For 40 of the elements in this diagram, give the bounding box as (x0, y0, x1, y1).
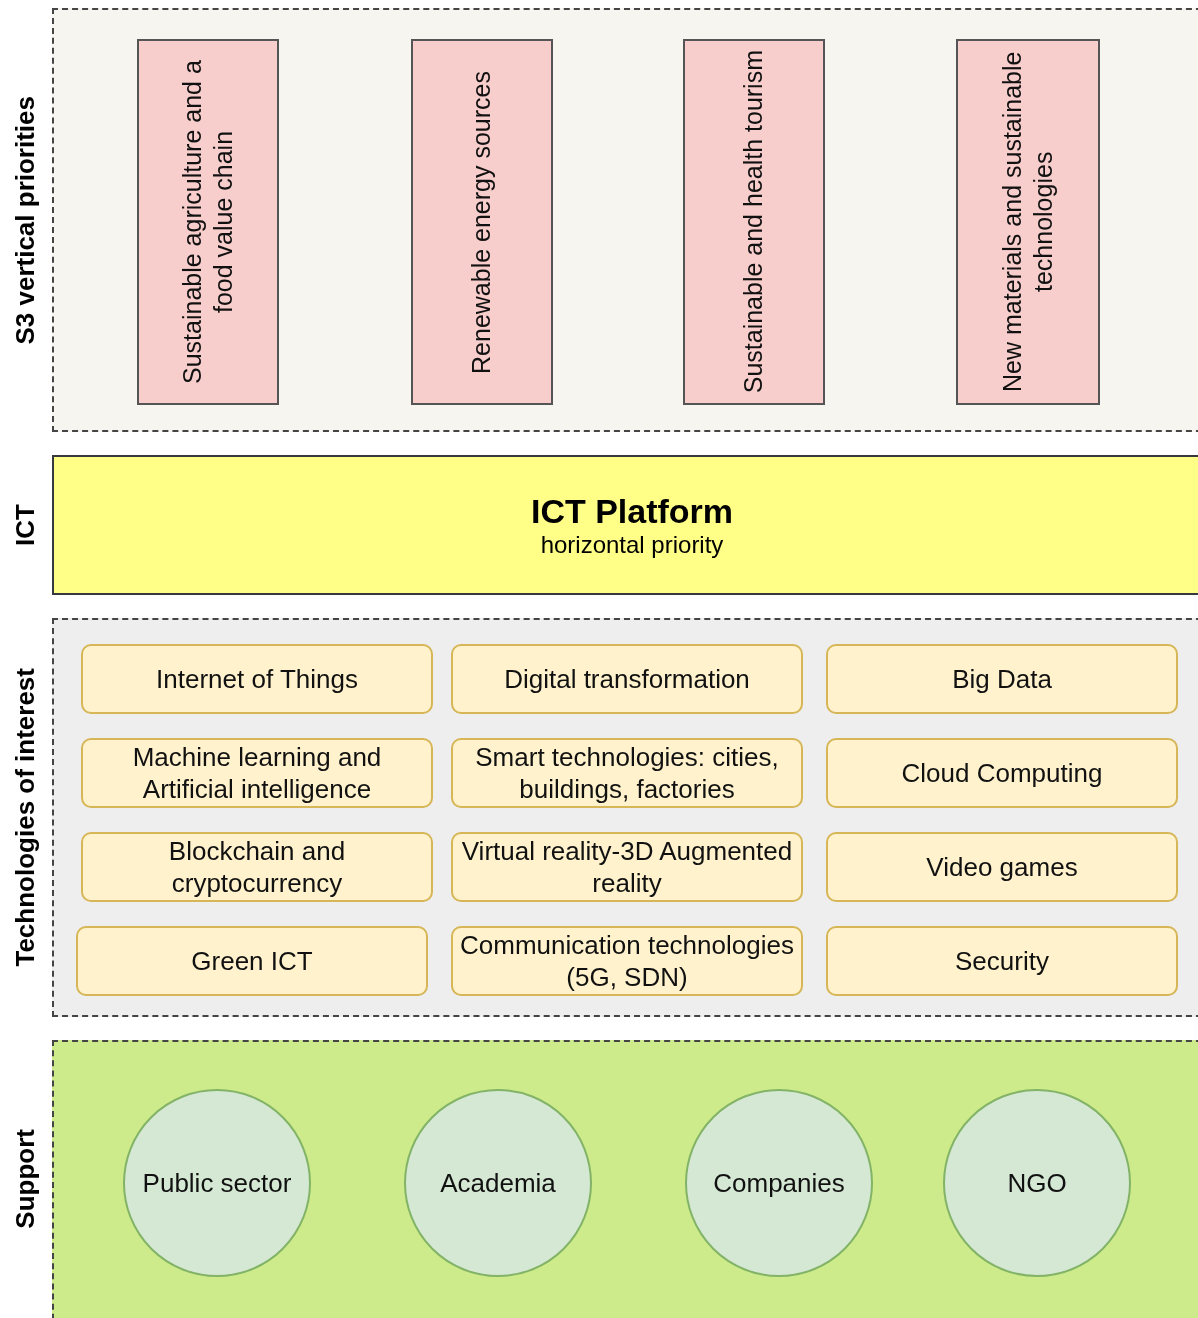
technology-box (81, 644, 433, 714)
technology-box (826, 738, 1178, 808)
priority-box (956, 39, 1100, 405)
priority-box (411, 39, 553, 405)
node-label: Sustainable and health tourism (738, 50, 769, 394)
node-label: Big Data (952, 662, 1052, 696)
node-label: Cloud Computing (901, 756, 1103, 790)
node-label: Smart technologies: cities, buildings, factories (474, 740, 780, 806)
node-label: Video games (926, 850, 1078, 884)
technology-box (76, 926, 428, 996)
band-label: Support (10, 1129, 41, 1229)
technology-box (826, 644, 1178, 714)
node-label: Renewable energy sources (466, 70, 497, 374)
priority-box (683, 39, 825, 405)
platform-subtitle: horizontal priority (540, 530, 724, 559)
node-label: NGO (1007, 1166, 1067, 1200)
platform-title: ICT Platform (530, 491, 734, 531)
node-label: Sustainable agriculture and a food value chain (176, 59, 238, 386)
technology-box (451, 644, 803, 714)
band-label: S3 vertical priorities (10, 95, 41, 345)
node-label: Communication technologies (5G, SDN) (459, 928, 795, 994)
node-label: Machine learning and Artificial intelligence (131, 740, 383, 806)
technology-box (81, 738, 433, 808)
node-label: Internet of Things (156, 662, 358, 696)
node-label: Virtual reality-3D Augmented reality (460, 834, 794, 900)
priority-box (137, 39, 279, 405)
node-label: Companies (713, 1166, 845, 1200)
band-label: Technologies of interest (10, 668, 41, 967)
band-label: ICT (10, 504, 41, 546)
technology-box (81, 832, 433, 902)
node-label: Security (955, 944, 1049, 978)
node-label: Public sector (142, 1166, 292, 1200)
node-label: New materials and sustainable technologies (996, 50, 1058, 395)
node-label: Green ICT (191, 944, 313, 978)
technology-box (826, 832, 1178, 902)
node-label: Digital transformation (504, 662, 750, 696)
node-label: Academia (440, 1166, 556, 1200)
technology-box (826, 926, 1178, 996)
node-label: Blockchain and cryptocurrency (167, 834, 347, 900)
technology-box (451, 738, 803, 808)
